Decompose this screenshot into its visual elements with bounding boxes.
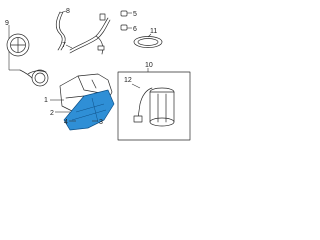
callout-4: 4	[64, 119, 68, 126]
part-group-7	[65, 13, 111, 55]
part-group-9	[6, 25, 49, 87]
callout-12: 12	[124, 77, 132, 84]
callout-1: 1	[44, 97, 48, 104]
callout-6: 6	[133, 26, 137, 33]
callout-8: 8	[66, 8, 70, 15]
callout-3: 3	[99, 119, 103, 126]
callout-7: 7	[62, 42, 66, 49]
clip-part	[120, 24, 128, 31]
fuel-system-parts-diagram: 9 8 7 5 6 11 10 12 1 2 4 3	[5, 8, 191, 141]
callout-10: 10	[145, 62, 153, 69]
callout-5: 5	[133, 11, 137, 18]
part-group-8	[55, 10, 67, 51]
part-group-10	[117, 68, 191, 141]
hose-part	[55, 11, 63, 51]
tank-heat-shield-part	[63, 89, 115, 131]
callout-9: 9	[5, 20, 9, 27]
pump-module-box	[117, 71, 191, 141]
filler-ring-part	[31, 69, 49, 87]
part-group-11	[133, 33, 163, 48]
callout-2: 2	[50, 110, 54, 117]
part-group-5-6	[120, 10, 132, 31]
part-group-tank	[50, 73, 115, 131]
clip-part	[120, 10, 128, 17]
callout-11: 11	[150, 28, 157, 35]
